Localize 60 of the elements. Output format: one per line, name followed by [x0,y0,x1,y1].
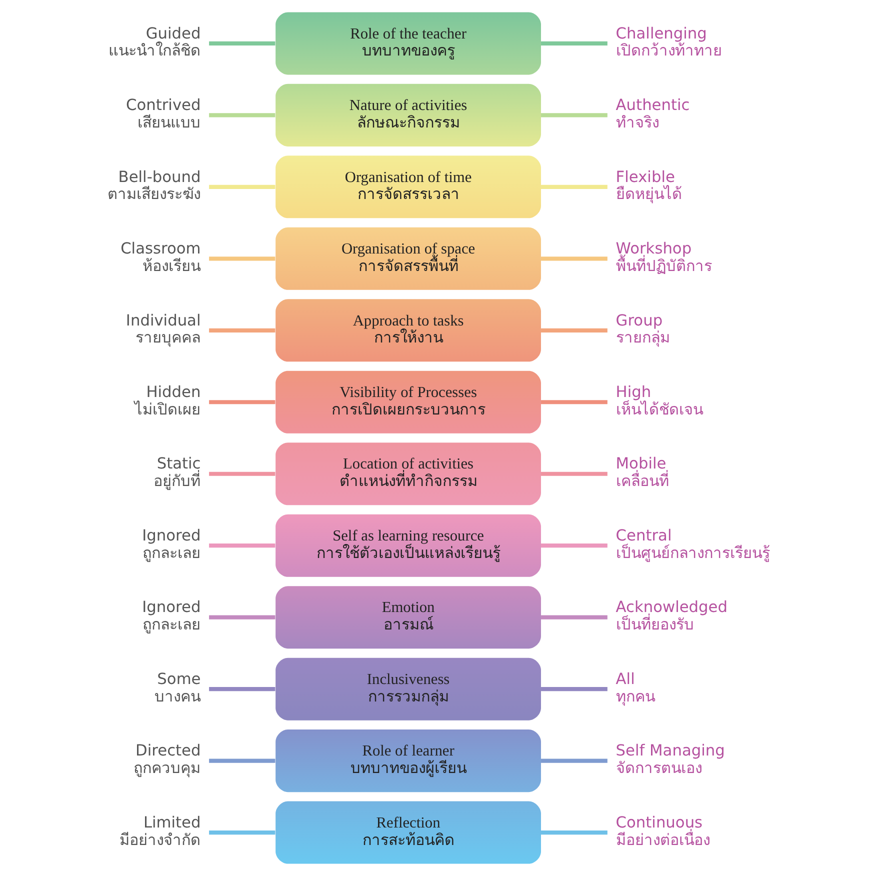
connector [540,113,607,118]
connector [540,328,607,332]
node-text: High เห็นได้ชัดเจน [615,383,702,418]
connector [540,400,607,404]
node-text: Continuous มีอย่างต่อเนื่อง [615,813,710,849]
connector [540,687,607,692]
node-text: Workshop พื้นที่ปฏิบัติการ [615,240,712,275]
connector [208,544,275,548]
connector [540,184,607,189]
connector [208,113,275,118]
node-text: Acknowledged เป็นที่ยองรับ [615,598,727,634]
node-text: Static อยู่กับที่ [153,454,200,490]
connector [208,830,275,835]
connector [540,472,607,476]
node-text: Classroom ห้องเรียน [120,240,200,275]
node-box: Emotion อารมณ์ [275,586,540,649]
node-box: Organisation of time การจัดสรรเวลา [275,156,540,218]
node-text: Bell-bound ตามเสียงระฆัง [107,168,200,204]
connector [540,830,607,835]
node-text: Self Managing จัดการตนเอง [615,742,724,778]
node-box: Reflection การสะท้อนคิด [275,801,540,864]
node-text: Hidden ไม่เปิดเผย [134,383,200,418]
node-text: Ignored ถูกละเลย [142,526,200,562]
connector [540,544,607,548]
node-text: Group รายกลุ่ม [615,311,670,347]
node-text: Limited มีอย่างจำกัด [119,813,200,849]
node-text: Central เป็นศูนย์กลางการเรียนรู้ [615,526,770,562]
connector [540,256,607,261]
connector [208,328,275,332]
node-text: Individual รายบุคคล [125,311,200,347]
node-text: Contrived เสียนแบบ [126,96,200,132]
connector [208,400,275,404]
connector [208,615,275,620]
node-box: Role of learner บทบาทของผู้เรียน [275,730,540,792]
node-box: Role of the teacher บทบาทของครู [275,12,540,75]
node-text: Directed ถูกควบคุม [133,742,200,778]
connector [208,472,275,476]
connector [540,758,607,763]
connector [540,615,607,620]
connector [208,687,275,692]
node-text: All ทุกคน [615,670,654,706]
node-text: Some บางคน [154,670,200,706]
node-box: Inclusiveness การรวมกลุ่ม [275,658,540,720]
node-box: Visibility of Processes การเปิดเผยกระบวนการ [275,370,540,434]
node-box: Organisation of space การจัดสรรพื้นที่ [275,227,540,290]
connector [208,758,275,763]
node-text: Mobile เคลื่อนที่ [615,454,668,490]
node-text: Ignored ถูกละเลย [142,598,200,634]
connector [540,41,607,46]
connector [208,256,275,261]
node-text: Guided แนะนำใกล้ชิด [108,24,200,60]
node-box: Location of activities ตำแหน่งที่ทำกิจกรรม [275,442,540,506]
node-box: Approach to tasks การให้งาน [275,299,540,362]
node-text: Flexible ยืดหยุ่นได้ [615,168,682,204]
node-text: Authentic ทำจริง [615,96,690,132]
node-text: Challenging เปิดกว้างท้าทาย [615,24,722,60]
node-box: Nature of activities ลักษณะกิจกรรม [275,84,540,146]
connector [208,41,275,46]
connector [208,184,275,189]
node-box: Self as learning resource การใช้ตัวเองเป็นแหล่งเรียนรู้ [275,514,540,577]
